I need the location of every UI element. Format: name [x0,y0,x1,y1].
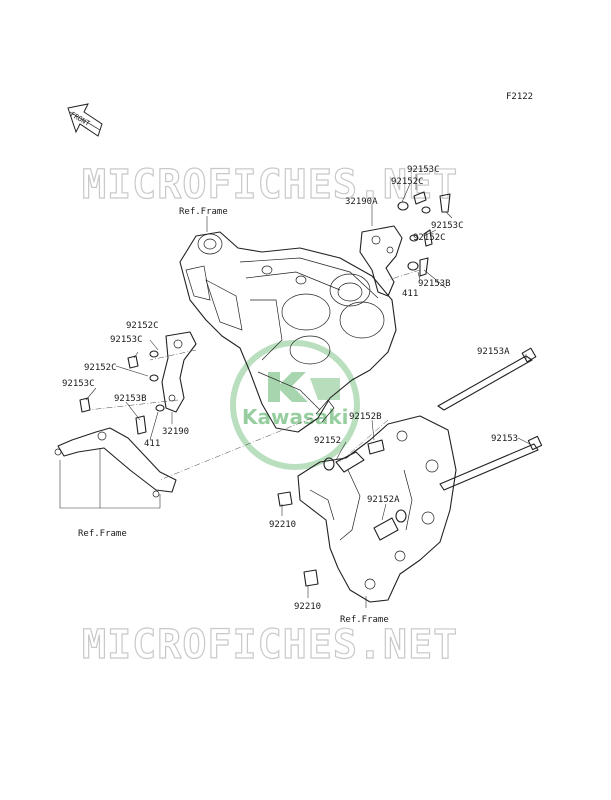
label-92152b: 92152B [349,412,382,422]
label-92153b-right: 92153B [418,279,451,289]
engine-bracket-right [297,415,457,603]
label-92153a: 92153A [477,347,510,357]
label-ref-frame-left: Ref.Frame [78,529,127,539]
label-92153c-left2: 92153C [62,379,95,389]
label-92210-lower: 92210 [294,602,321,612]
kawasaki-logo: Kawasaki [230,340,360,470]
label-92152c-left1: 92152C [126,321,159,331]
label-92152c-left2: 92152C [84,363,117,373]
footpeg-stay-left [54,427,177,498]
fasteners-top-right [397,191,451,277]
logo-text: Kawasaki [242,405,349,429]
label-92153c-left1: 92153C [110,335,143,345]
label-411-right: 411 [402,289,418,299]
label-92153c-top: 92153C [407,165,440,175]
alignment-lines [87,269,421,481]
long-bolts [437,347,543,491]
label-92153b-left: 92153B [114,394,147,404]
label-92152c-right: 92152C [413,233,446,243]
label-92153c-right: 92153C [431,221,464,231]
front-arrow-icon: FRONT [67,103,103,137]
label-411-left: 411 [144,439,160,449]
label-32190: 32190 [162,427,189,437]
leader-lines [59,174,531,608]
label-92152c-top: 92152C [391,177,424,187]
bracket-32190a [359,225,403,297]
figure-code: F2122 [506,92,533,102]
label-92152: 92152 [314,436,341,446]
label-ref-frame-top: Ref.Frame [179,207,228,217]
label-92153: 92153 [491,434,518,444]
watermark-bottom: MICROFICHES.NET [82,622,458,668]
label-32190a: 32190A [345,197,378,207]
label-92152a: 92152A [367,495,400,505]
label-92210-upper: 92210 [269,520,296,530]
main-frame [179,231,397,433]
collars [277,439,407,587]
label-ref-frame-bottom: Ref.Frame [340,615,389,625]
bracket-32190 [161,331,197,413]
watermark-top: MICROFICHES.NET [82,162,458,208]
